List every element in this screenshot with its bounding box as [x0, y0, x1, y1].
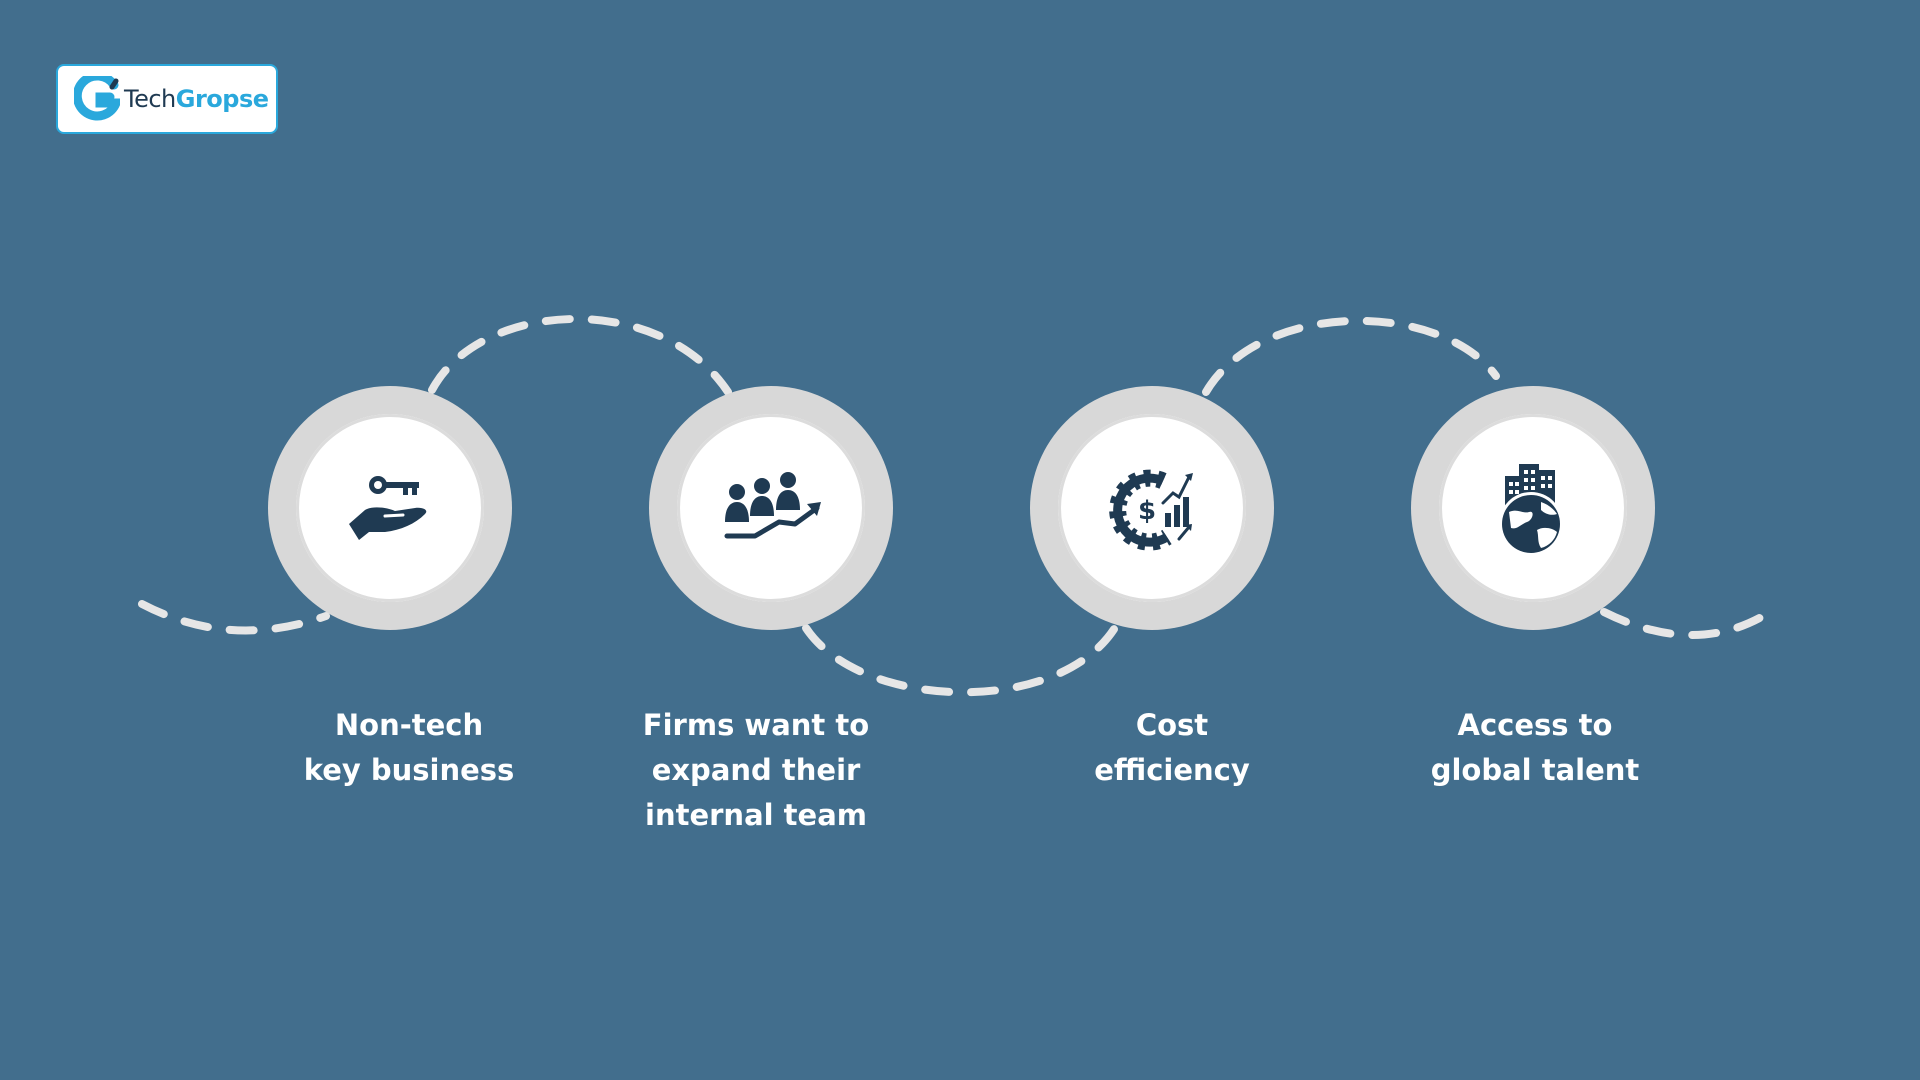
brand-name: TechGropse	[124, 87, 269, 111]
step-label-2: Firms want to expand their internal team	[596, 703, 916, 838]
step-label-line: key business	[303, 753, 515, 787]
step-label-1: Non-tech key business	[249, 703, 569, 793]
step-label-line: Firms want to	[642, 708, 870, 742]
connector-segment-2	[428, 315, 732, 396]
step-node-2	[649, 386, 893, 630]
step-node-inner	[677, 414, 865, 602]
step-node-inner	[296, 414, 484, 602]
brand-logo: TechGropse	[56, 64, 278, 134]
connector-segment-3	[802, 622, 1120, 697]
team-growth-icon	[724, 472, 821, 539]
step-node-inner: $	[1058, 414, 1246, 602]
step-label-line: Access to	[1457, 708, 1613, 742]
step-node-inner	[1439, 414, 1627, 602]
step-node-3: $	[1030, 386, 1274, 630]
connector-segment-4	[1202, 317, 1500, 396]
step-label-line: efficiency	[1094, 753, 1250, 787]
brand-name-gropse: Gropse	[175, 85, 269, 113]
step-node-4	[1411, 386, 1655, 630]
key-in-hand-icon	[349, 476, 427, 540]
brand-mark-icon	[74, 76, 120, 121]
step-label-line: internal team	[645, 798, 867, 832]
connector-segment-5	[1600, 604, 1780, 639]
svg-text:$: $	[1138, 496, 1156, 526]
brand-name-tech: Tech	[124, 85, 176, 113]
connector-segment-1	[138, 600, 330, 635]
step-label-4: Access to global talent	[1375, 703, 1695, 793]
step-label-3: Cost efficiency	[1012, 703, 1332, 793]
step-label-line: global talent	[1430, 753, 1640, 787]
global-talent-icon	[1499, 464, 1563, 556]
step-label-line: Non-tech	[334, 708, 484, 742]
cost-efficiency-icon: $	[1109, 469, 1193, 551]
step-node-1	[268, 386, 512, 630]
step-label-line: Cost	[1135, 708, 1209, 742]
step-label-line: expand their	[651, 753, 861, 787]
